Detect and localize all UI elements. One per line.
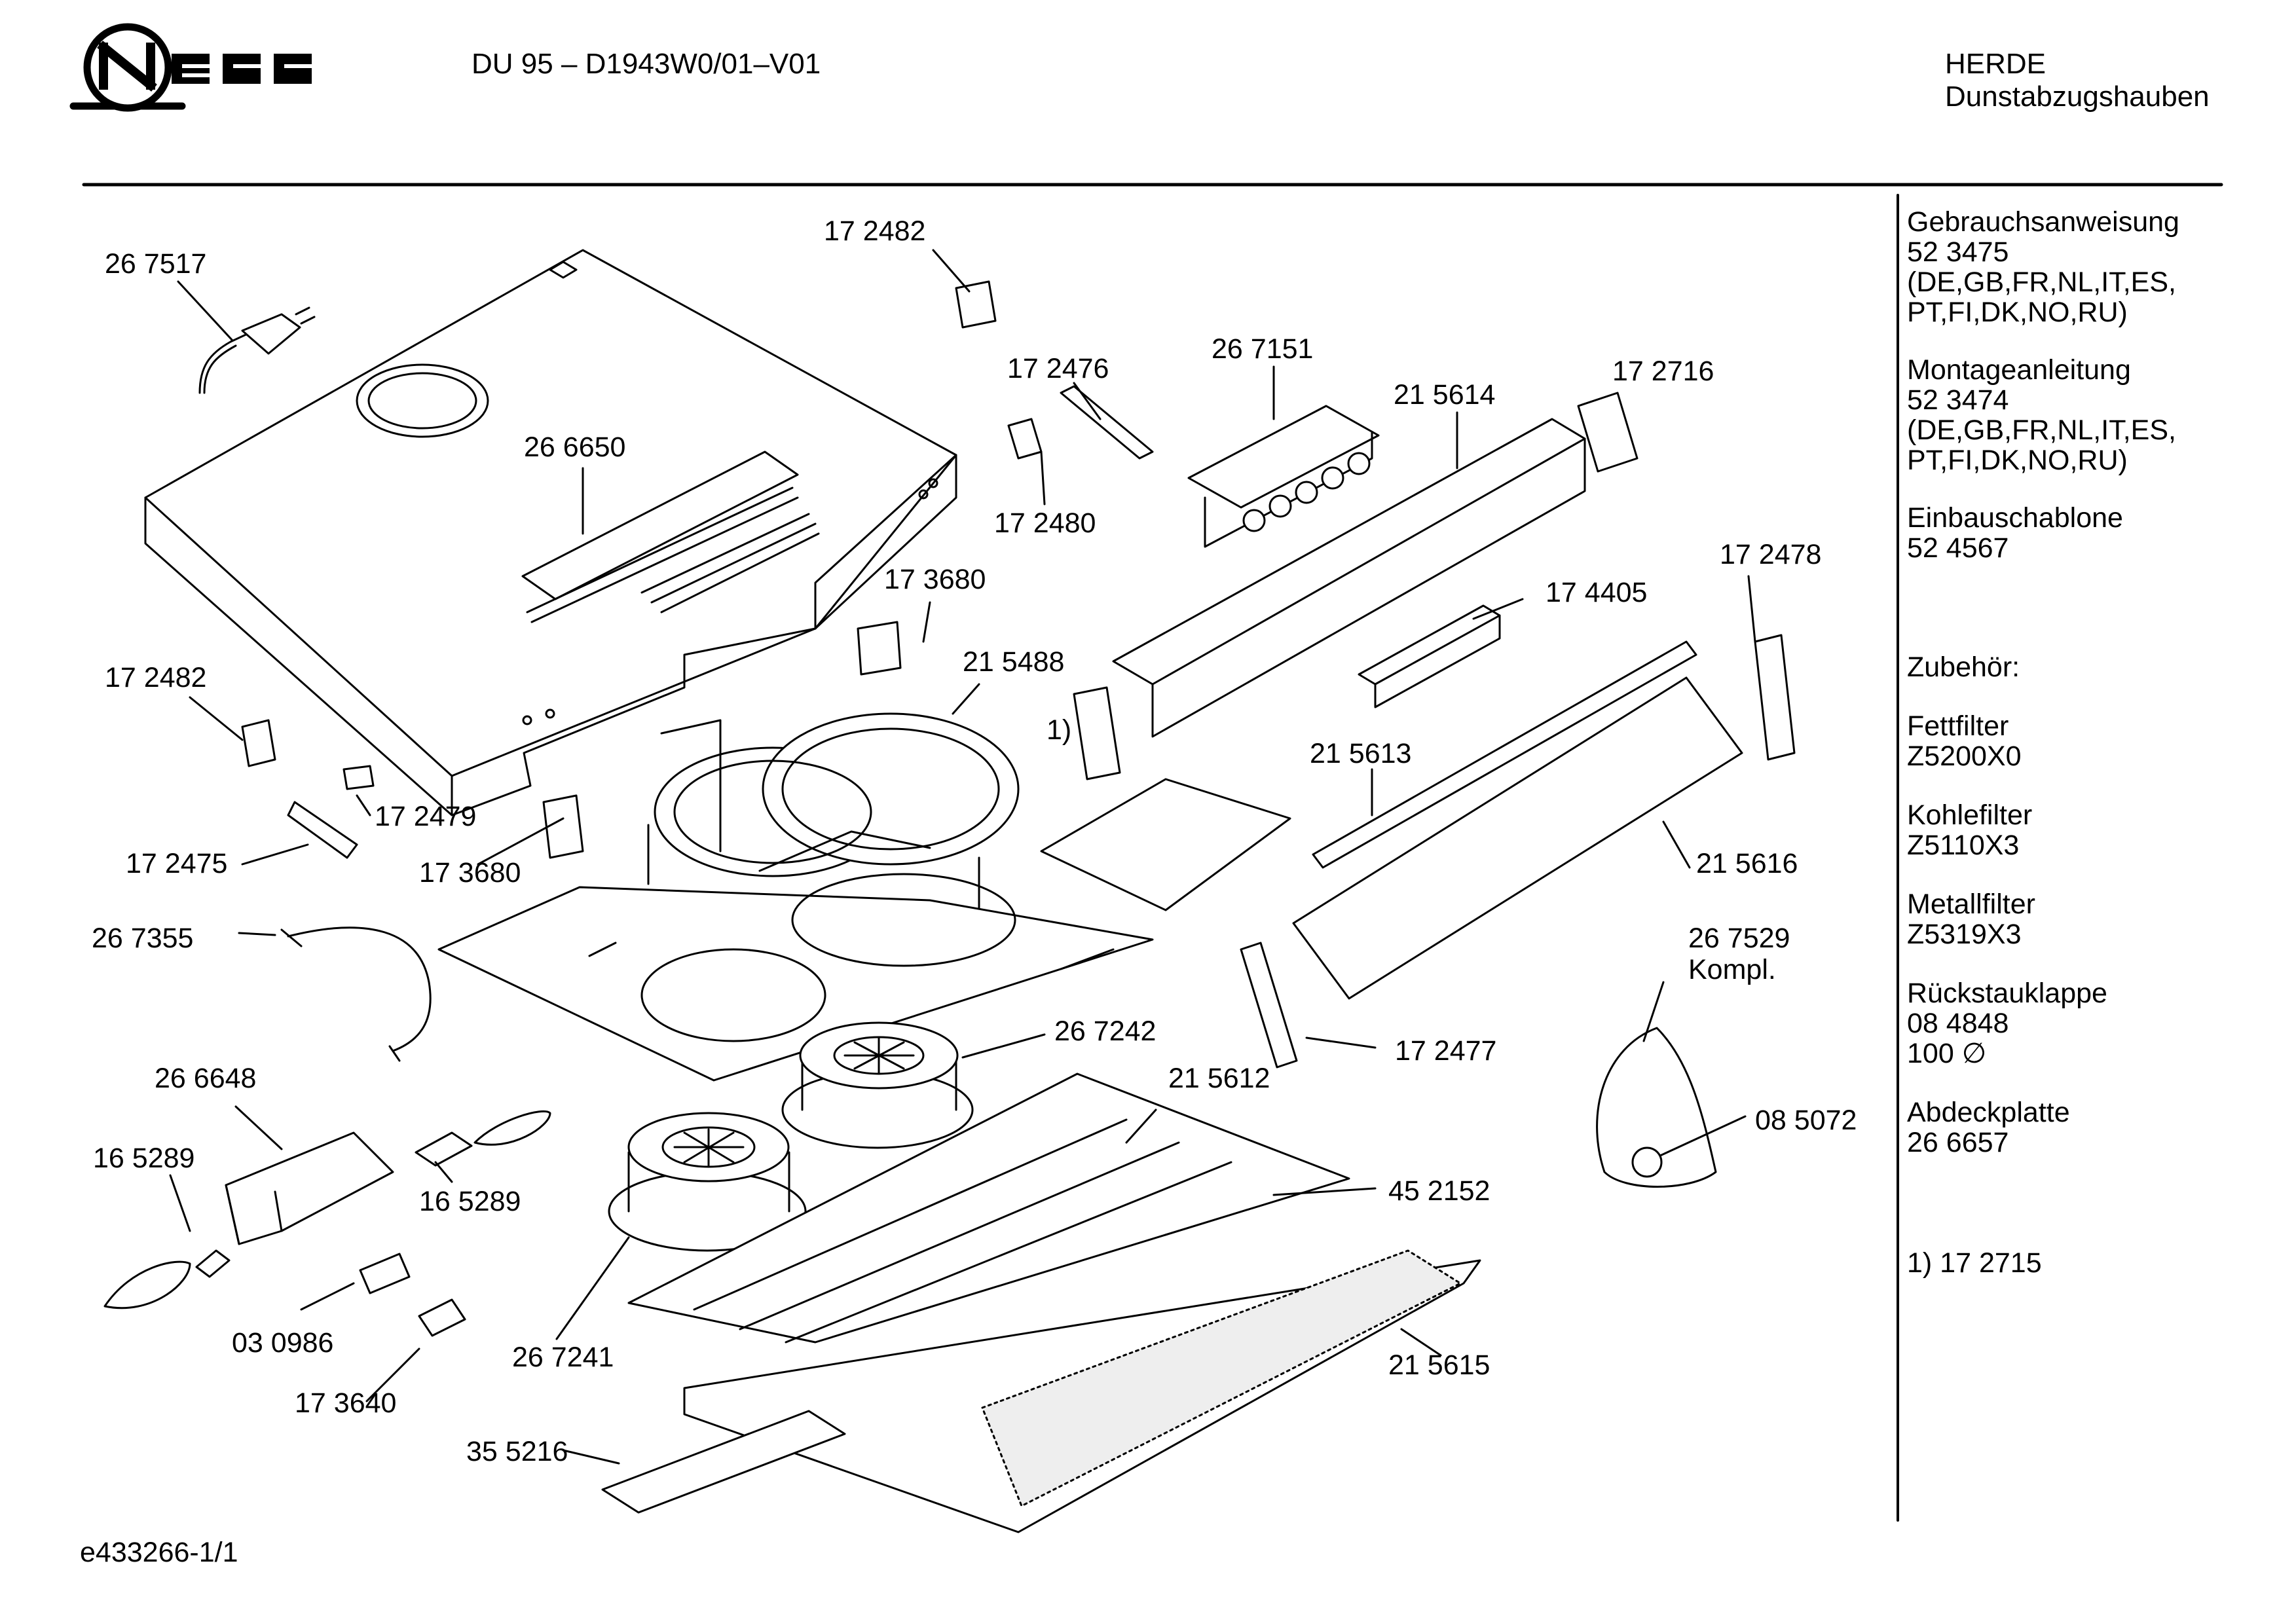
grease-filter <box>683 1249 1481 1533</box>
lower-rail <box>1312 640 1697 869</box>
category-line-1: HERDE <box>1945 48 2046 80</box>
part-label: 26 7241 <box>512 1342 614 1373</box>
sidebar-title: Zubehör: <box>1907 651 2020 683</box>
sidebar-line: 52 3474 <box>1907 384 2009 416</box>
sidebar-line: PT,FI,DK,NO,RU) <box>1907 445 2128 476</box>
sidebar-line: (DE,GB,FR,NL,IT,ES, <box>1907 266 2176 298</box>
part-label: 17 3680 <box>884 564 986 595</box>
part-label: 17 2716 <box>1612 356 1714 387</box>
filter-frame <box>627 1072 1350 1344</box>
base-plate <box>437 873 1154 1082</box>
lamp-holder <box>103 1110 551 1337</box>
part-label: 21 5488 <box>963 646 1065 678</box>
part-label: 17 3640 <box>295 1387 397 1419</box>
leader-lines <box>169 249 1756 1465</box>
part-label: 26 7151 <box>1212 333 1314 365</box>
sidebar-group-accessories: Zubehör: <box>1907 652 2020 682</box>
part-label: 35 5216 <box>466 1436 568 1467</box>
front-strip <box>601 1410 846 1514</box>
small-parts <box>241 280 1796 1069</box>
backflow-damper-bag <box>1596 1027 1717 1188</box>
sidebar-line: 52 4567 <box>1907 532 2009 564</box>
part-label: 21 5615 <box>1388 1349 1491 1381</box>
control-panel <box>1187 405 1380 548</box>
part-label: 21 5614 <box>1394 379 1496 411</box>
part-label: 26 6650 <box>524 431 626 463</box>
sidebar-group-manual: Gebrauchsanweisung 52 3475 (DE,GB,FR,NL,… <box>1907 207 2179 327</box>
sidebar-line: 100 ∅ <box>1907 1038 1987 1069</box>
motor-left <box>608 1112 807 1252</box>
document-id: e433266-1/1 <box>80 1537 238 1568</box>
sidebar-line: Z5200X0 <box>1907 741 2022 772</box>
sidebar-title: Kohlefilter <box>1907 799 2033 831</box>
part-label: 26 6648 <box>155 1063 257 1094</box>
sidebar-title: Metallfilter <box>1907 888 2035 920</box>
part-label: 17 2479 <box>375 801 477 832</box>
part-label: 17 2482 <box>105 662 207 693</box>
part-label: 03 0986 <box>232 1327 334 1359</box>
part-label: 26 7242 <box>1054 1016 1157 1047</box>
part-label: 17 2478 <box>1720 539 1822 570</box>
sidebar-title: Fettfilter <box>1907 710 2009 742</box>
neff-logo <box>69 23 312 112</box>
part-label: 16 5289 <box>419 1186 521 1217</box>
sidebar-line: 52 3475 <box>1907 236 2009 268</box>
light-strip <box>1358 604 1501 708</box>
sidebar-footnote: 1) 17 2715 <box>1907 1247 2042 1279</box>
sidebar-line: 26 6657 <box>1907 1127 2009 1158</box>
part-label: 08 5072 <box>1755 1105 1857 1136</box>
sidebar-line: 08 4848 <box>1907 1008 2009 1039</box>
sidebar-line: Z5110X3 <box>1907 830 2020 861</box>
part-label: 17 2477 <box>1395 1035 1497 1067</box>
sidebar-title: Rückstauklappe <box>1907 978 2107 1009</box>
sidebar-line: Z5319X3 <box>1907 919 2022 950</box>
part-label: 26 7355 <box>92 923 194 954</box>
glass-panel <box>1292 676 1743 1000</box>
sidebar-group-backflow: Rückstauklappe 08 4848 100 ∅ <box>1907 978 2107 1069</box>
part-label: 17 4405 <box>1546 577 1648 608</box>
sidebar-group-grease-filter: Fettfilter Z5200X0 <box>1907 711 2022 771</box>
part-label: 17 2476 <box>1007 353 1109 384</box>
sidebar-group-template: Einbauschablone 52 4567 <box>1907 503 2123 563</box>
sidebar-title: Gebrauchsanweisung <box>1907 206 2179 238</box>
part-label: 1) <box>1046 714 1072 746</box>
part-label: 21 5613 <box>1310 738 1412 769</box>
sidebar-title: Einbauschablone <box>1907 502 2123 534</box>
part-label: 17 2475 <box>126 848 228 879</box>
motor-right <box>781 1021 974 1149</box>
sidebar-line: (DE,GB,FR,NL,IT,ES, <box>1907 414 2176 446</box>
model-number: DU 95 – D1943W0/01–V01 <box>472 48 821 80</box>
part-label: 26 7529 <box>1688 923 1790 954</box>
sidebar-group-metal-filter: Metallfilter Z5319X3 <box>1907 889 2035 949</box>
part-label: 26 7517 <box>105 248 207 280</box>
part-label: 45 2152 <box>1388 1175 1491 1207</box>
part-label: 17 2480 <box>994 507 1096 539</box>
duct-connector <box>647 712 1020 918</box>
part-label: Kompl. <box>1688 954 1776 985</box>
category-line-2: Dunstabzugshauben <box>1945 81 2210 113</box>
part-label: 17 2482 <box>824 215 926 247</box>
sidebar-group-carbon-filter: Kohlefilter Z5110X3 <box>1907 800 2032 860</box>
sidebar-title: Abdeckplatte <box>1907 1097 2070 1128</box>
front-rail <box>1112 418 1586 738</box>
part-label: 21 5612 <box>1168 1063 1270 1094</box>
sidebar-group-installation: Montageanleitung 52 3474 (DE,GB,FR,NL,IT… <box>1907 355 2176 475</box>
part-label: 17 3680 <box>419 857 521 888</box>
hood-housing <box>144 249 957 816</box>
part-label: 16 5289 <box>93 1143 195 1174</box>
wire-harness <box>287 926 432 1052</box>
part-label: 21 5616 <box>1696 848 1798 879</box>
sidebar-title: Montageanleitung <box>1907 354 2131 386</box>
power-cord <box>198 306 316 394</box>
sidebar-group-cover: Abdeckplatte 26 6657 <box>1907 1097 2070 1158</box>
sidebar-line: PT,FI,DK,NO,RU) <box>1907 297 2128 328</box>
